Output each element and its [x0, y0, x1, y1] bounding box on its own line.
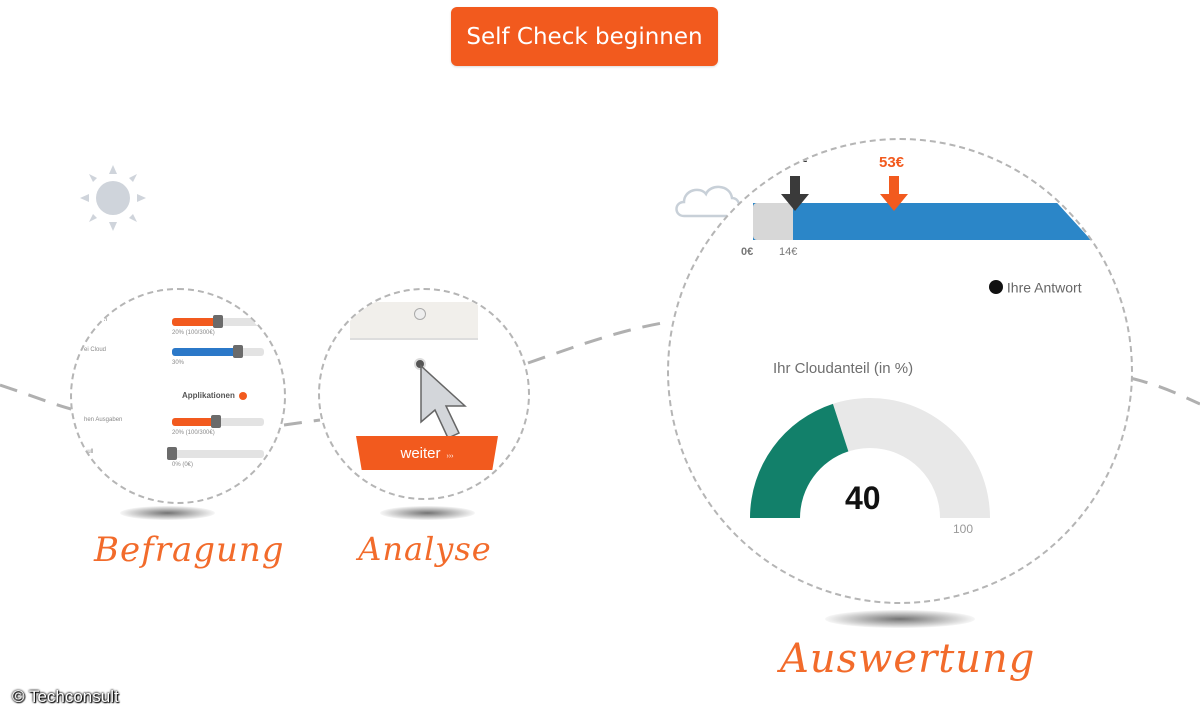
analyse-circle: weiter ›››	[318, 288, 530, 500]
self-check-start-button[interactable]: Self Check beginnen	[451, 7, 718, 66]
slider-label: hull	[84, 449, 94, 455]
slider-value: 30%	[172, 360, 185, 366]
gauge-title: Ihr Cloudanteil (in %)	[773, 360, 914, 377]
sun-icon	[80, 165, 146, 231]
slider-handle[interactable]	[211, 415, 222, 428]
slider-fill	[172, 318, 218, 326]
dark-arrow-icon	[781, 176, 809, 211]
slider-track[interactable]	[172, 415, 264, 428]
legend-label: Ihre Antwort	[1006, 279, 1082, 296]
cost-bar	[753, 203, 1091, 240]
auswertung-shadow	[825, 610, 975, 628]
bar-marker-label: 14€	[779, 246, 798, 258]
slider-handle[interactable]	[213, 315, 223, 328]
slider-value: 0% (0€)	[172, 462, 194, 468]
slider-handle[interactable]	[167, 447, 177, 460]
gauge-value: 40	[845, 480, 881, 516]
legend: Ihre Antwort	[989, 278, 1082, 295]
slider-label: usgaben	[84, 317, 108, 323]
gauge-max-label: 100	[953, 522, 974, 536]
slider-track[interactable]	[172, 345, 264, 358]
section-heading: Applikationen	[182, 391, 248, 400]
bar-tilde-label: ~	[801, 156, 808, 168]
analyse-panel	[350, 302, 478, 340]
slider-value: 20% (100/300€)	[172, 430, 215, 436]
radio-dot	[414, 308, 426, 320]
weiter-button[interactable]: weiter ›››	[356, 436, 498, 470]
slider-fill	[172, 418, 217, 426]
slider-label: hen Ausgaben	[84, 417, 123, 423]
step-label-auswertung: Auswertung	[780, 636, 1036, 682]
auswertung-circle: 0€ 14€ ~ 53€ Ihre Antwort Ihr Cloudantei…	[667, 138, 1133, 604]
info-icon[interactable]	[239, 391, 248, 400]
slider-value: 20% (100/300€)	[172, 330, 215, 336]
legend-dot	[989, 280, 1003, 295]
slider-label: ei Cloud	[84, 347, 107, 353]
cursor-icon	[420, 364, 467, 439]
analyse-shadow	[380, 506, 475, 520]
orange-arrow-icon	[880, 176, 908, 211]
cloud-share-gauge	[750, 398, 990, 518]
befragung-shadow	[120, 506, 215, 520]
slider-fill	[172, 348, 239, 356]
slider-track[interactable]	[167, 447, 264, 460]
bar-start-label: 0€	[741, 246, 754, 258]
gauge-fill	[750, 403, 849, 518]
befragung-circle: usgaben 20% (100/300€) ei Cloud 30% hen Ausg…	[70, 288, 286, 504]
step-label-analyse: Analyse	[358, 530, 492, 568]
highlight-value-label: 53€	[879, 154, 905, 171]
slider-track[interactable]	[172, 315, 264, 328]
copyright-credit: © Techconsult	[12, 687, 119, 706]
step-label-befragung: Befragung	[94, 530, 285, 570]
cost-bar-start	[753, 203, 793, 240]
slider-handle[interactable]	[233, 345, 244, 358]
